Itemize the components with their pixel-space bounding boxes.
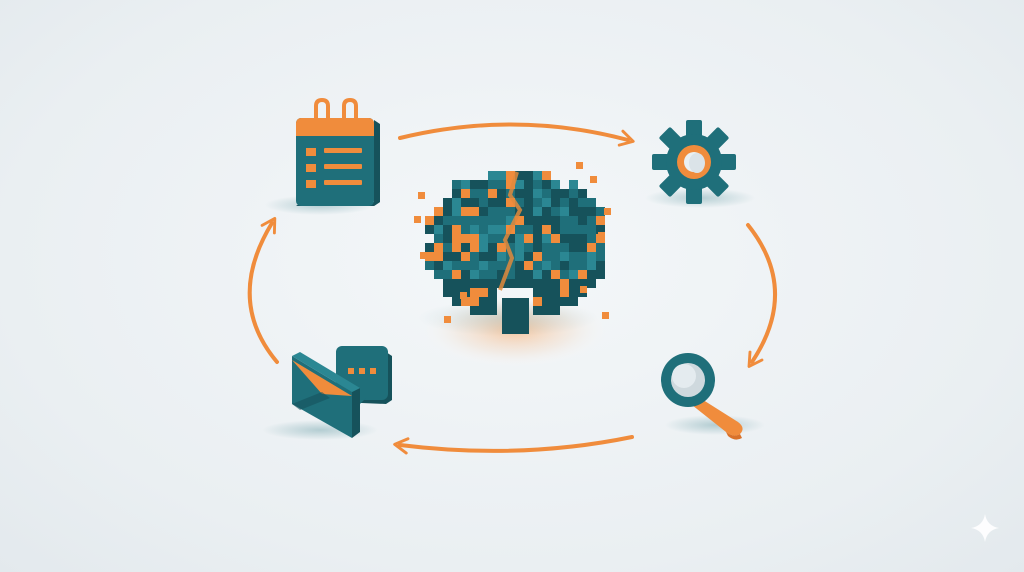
- magnifying-glass-icon: [661, 353, 765, 440]
- gear-icon: [645, 120, 755, 208]
- cycle-arrows: [247, 122, 778, 455]
- arrow-calendar-to-gear: [398, 122, 635, 147]
- calendar-checklist-icon: [265, 97, 380, 215]
- arrow-search-to-mail: [393, 435, 634, 455]
- arrow-gear-to-search: [746, 223, 778, 368]
- floating-voxels: [414, 162, 611, 323]
- email-chat-icon: [262, 346, 392, 440]
- envelope-icon: [292, 352, 360, 438]
- arrow-mail-to-calendar: [247, 216, 279, 364]
- sparkle-icon: [971, 514, 999, 542]
- pixel-brain-icon: [414, 162, 611, 368]
